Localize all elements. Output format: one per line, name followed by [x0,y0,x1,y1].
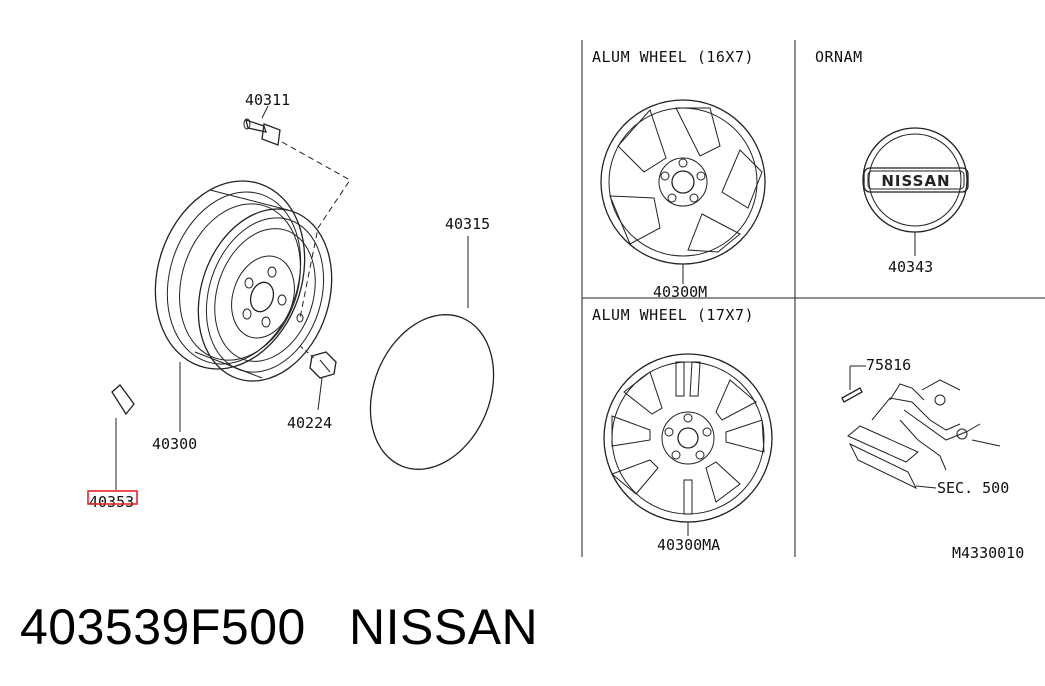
alum-wheel-17-drawing [603,353,773,536]
label-valve: 40311 [245,91,290,109]
part-caption: 403539F500 NISSAN [20,598,538,656]
label-drawing-code: M4330010 [952,544,1024,562]
balance-weight-drawing [111,384,135,490]
label-bracket: 75816 [866,356,911,374]
steel-wheel-drawing [154,180,333,382]
label-wheel: 40300 [152,435,197,453]
wheel-nut-drawing [299,345,337,411]
label-ornament: 40343 [888,258,933,276]
label-wheel-17: 40300MA [657,536,720,554]
valve-stem-drawing [243,105,351,319]
weight-highlight-box [87,490,138,505]
label-wheel-16: 40300M [653,283,707,301]
caption-brand: NISSAN [349,599,539,655]
alum-wheel-16-drawing [600,99,766,284]
frame-bracket-drawing [841,365,1001,490]
ornament-logo-text: NISSAN [881,172,950,190]
label-section-ref: SEC. 500 [937,479,1009,497]
header-alum-16: ALUM WHEEL (16X7) [592,48,754,66]
ring-tape-drawing [369,236,495,470]
header-ornam: ORNAM [815,48,863,66]
caption-part-number: 403539F500 [20,599,306,655]
label-nut: 40224 [287,414,332,432]
ornament-drawing: NISSAN [862,127,969,256]
header-alum-17: ALUM WHEEL (17X7) [592,306,754,324]
label-weight: 40353 [89,493,134,511]
panel-dividers [581,40,1045,557]
label-tape: 40315 [445,215,490,233]
